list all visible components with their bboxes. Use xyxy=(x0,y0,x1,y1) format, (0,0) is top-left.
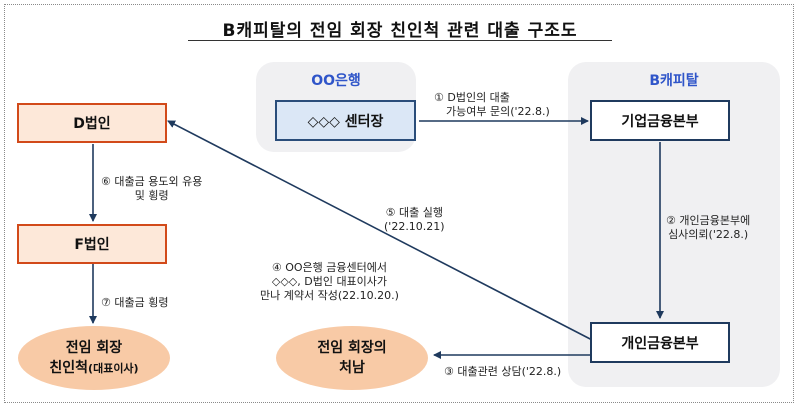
d-corp-box: D법인 xyxy=(17,103,167,143)
step6-label: ⑥ 대출금 용도외 유용 및 횡령 xyxy=(101,175,203,202)
step4-label: ④ OO은행 금융센터에서 ◇◇◇, D법인 대표이사가 만나 계약서 작성(2… xyxy=(260,261,399,302)
center-head-box: ◇◇◇ 센터장 xyxy=(275,100,416,141)
arrow-step5 xyxy=(167,120,597,343)
brother-in-law-oval: 전임 회장의 처남 xyxy=(276,326,428,390)
brother-in-law-line1: 전임 회장의 xyxy=(317,340,387,356)
diagram-frame xyxy=(4,4,794,403)
step2-label: ② 개인금융본부에 심사의뢰('22.8.) xyxy=(666,214,751,241)
relative-ceo-line1: 전임 회장 xyxy=(65,339,123,356)
step5-label: ⑤ 대출 실행 ('22.10.21) xyxy=(384,206,445,233)
relative-ceo-line2: 친인척(대표이사) xyxy=(49,359,139,376)
f-corp-box: F법인 xyxy=(17,224,167,264)
step3-label: ③ 대출관련 상담('22.8.) xyxy=(444,365,562,378)
diagram-title: B캐피탈의 전임 회장 친인척 관련 대출 구조도 xyxy=(222,21,578,41)
step7-label: ⑦ 대출금 횡령 xyxy=(101,296,169,309)
corp-finance-box: 기업금융본부 xyxy=(590,100,730,141)
step1-label: ① D법인의 대출 가능여부 문의('22.8.) xyxy=(434,91,550,118)
brother-in-law-line2: 처남 xyxy=(339,360,365,376)
personal-finance-box: 개인금융본부 xyxy=(590,322,730,363)
relative-ceo-oval: 전임 회장 친인척(대표이사) xyxy=(18,326,170,390)
capital-panel-label: B캐피탈 xyxy=(649,73,699,89)
bank-panel-label: OO은행 xyxy=(311,73,361,89)
title-underline xyxy=(188,40,612,41)
